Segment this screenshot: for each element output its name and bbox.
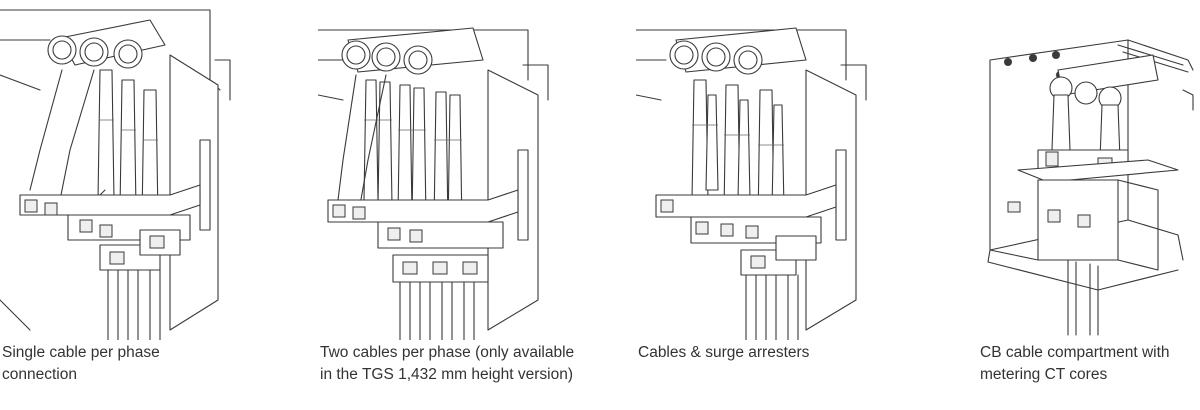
caption-cb-compartment: CB cable compartment with metering CT co… [980, 344, 1170, 383]
bushing-group [669, 27, 807, 75]
single-cable-drawing [0, 9, 231, 340]
cb-compartment-drawing [987, 39, 1194, 336]
bushing-group [341, 27, 484, 75]
figure-single-cable: Single cable per phase connection [0, 0, 300, 410]
figure-cb-compartment: CB cable compartment with metering CT co… [978, 0, 1200, 410]
caption-single-cable: Single cable per phase connection [2, 344, 160, 383]
surge-arresters-drawing [636, 27, 867, 340]
caption-two-cables: Two cables per phase (only available in … [320, 344, 575, 383]
figure-surge-arresters: Cables & surge arresters [636, 0, 936, 410]
two-cables-drawing [318, 27, 549, 340]
bushing-group [47, 19, 166, 69]
caption-surge-arresters: Cables & surge arresters [638, 344, 810, 361]
figure-two-cables: Two cables per phase (only available in … [318, 0, 618, 410]
